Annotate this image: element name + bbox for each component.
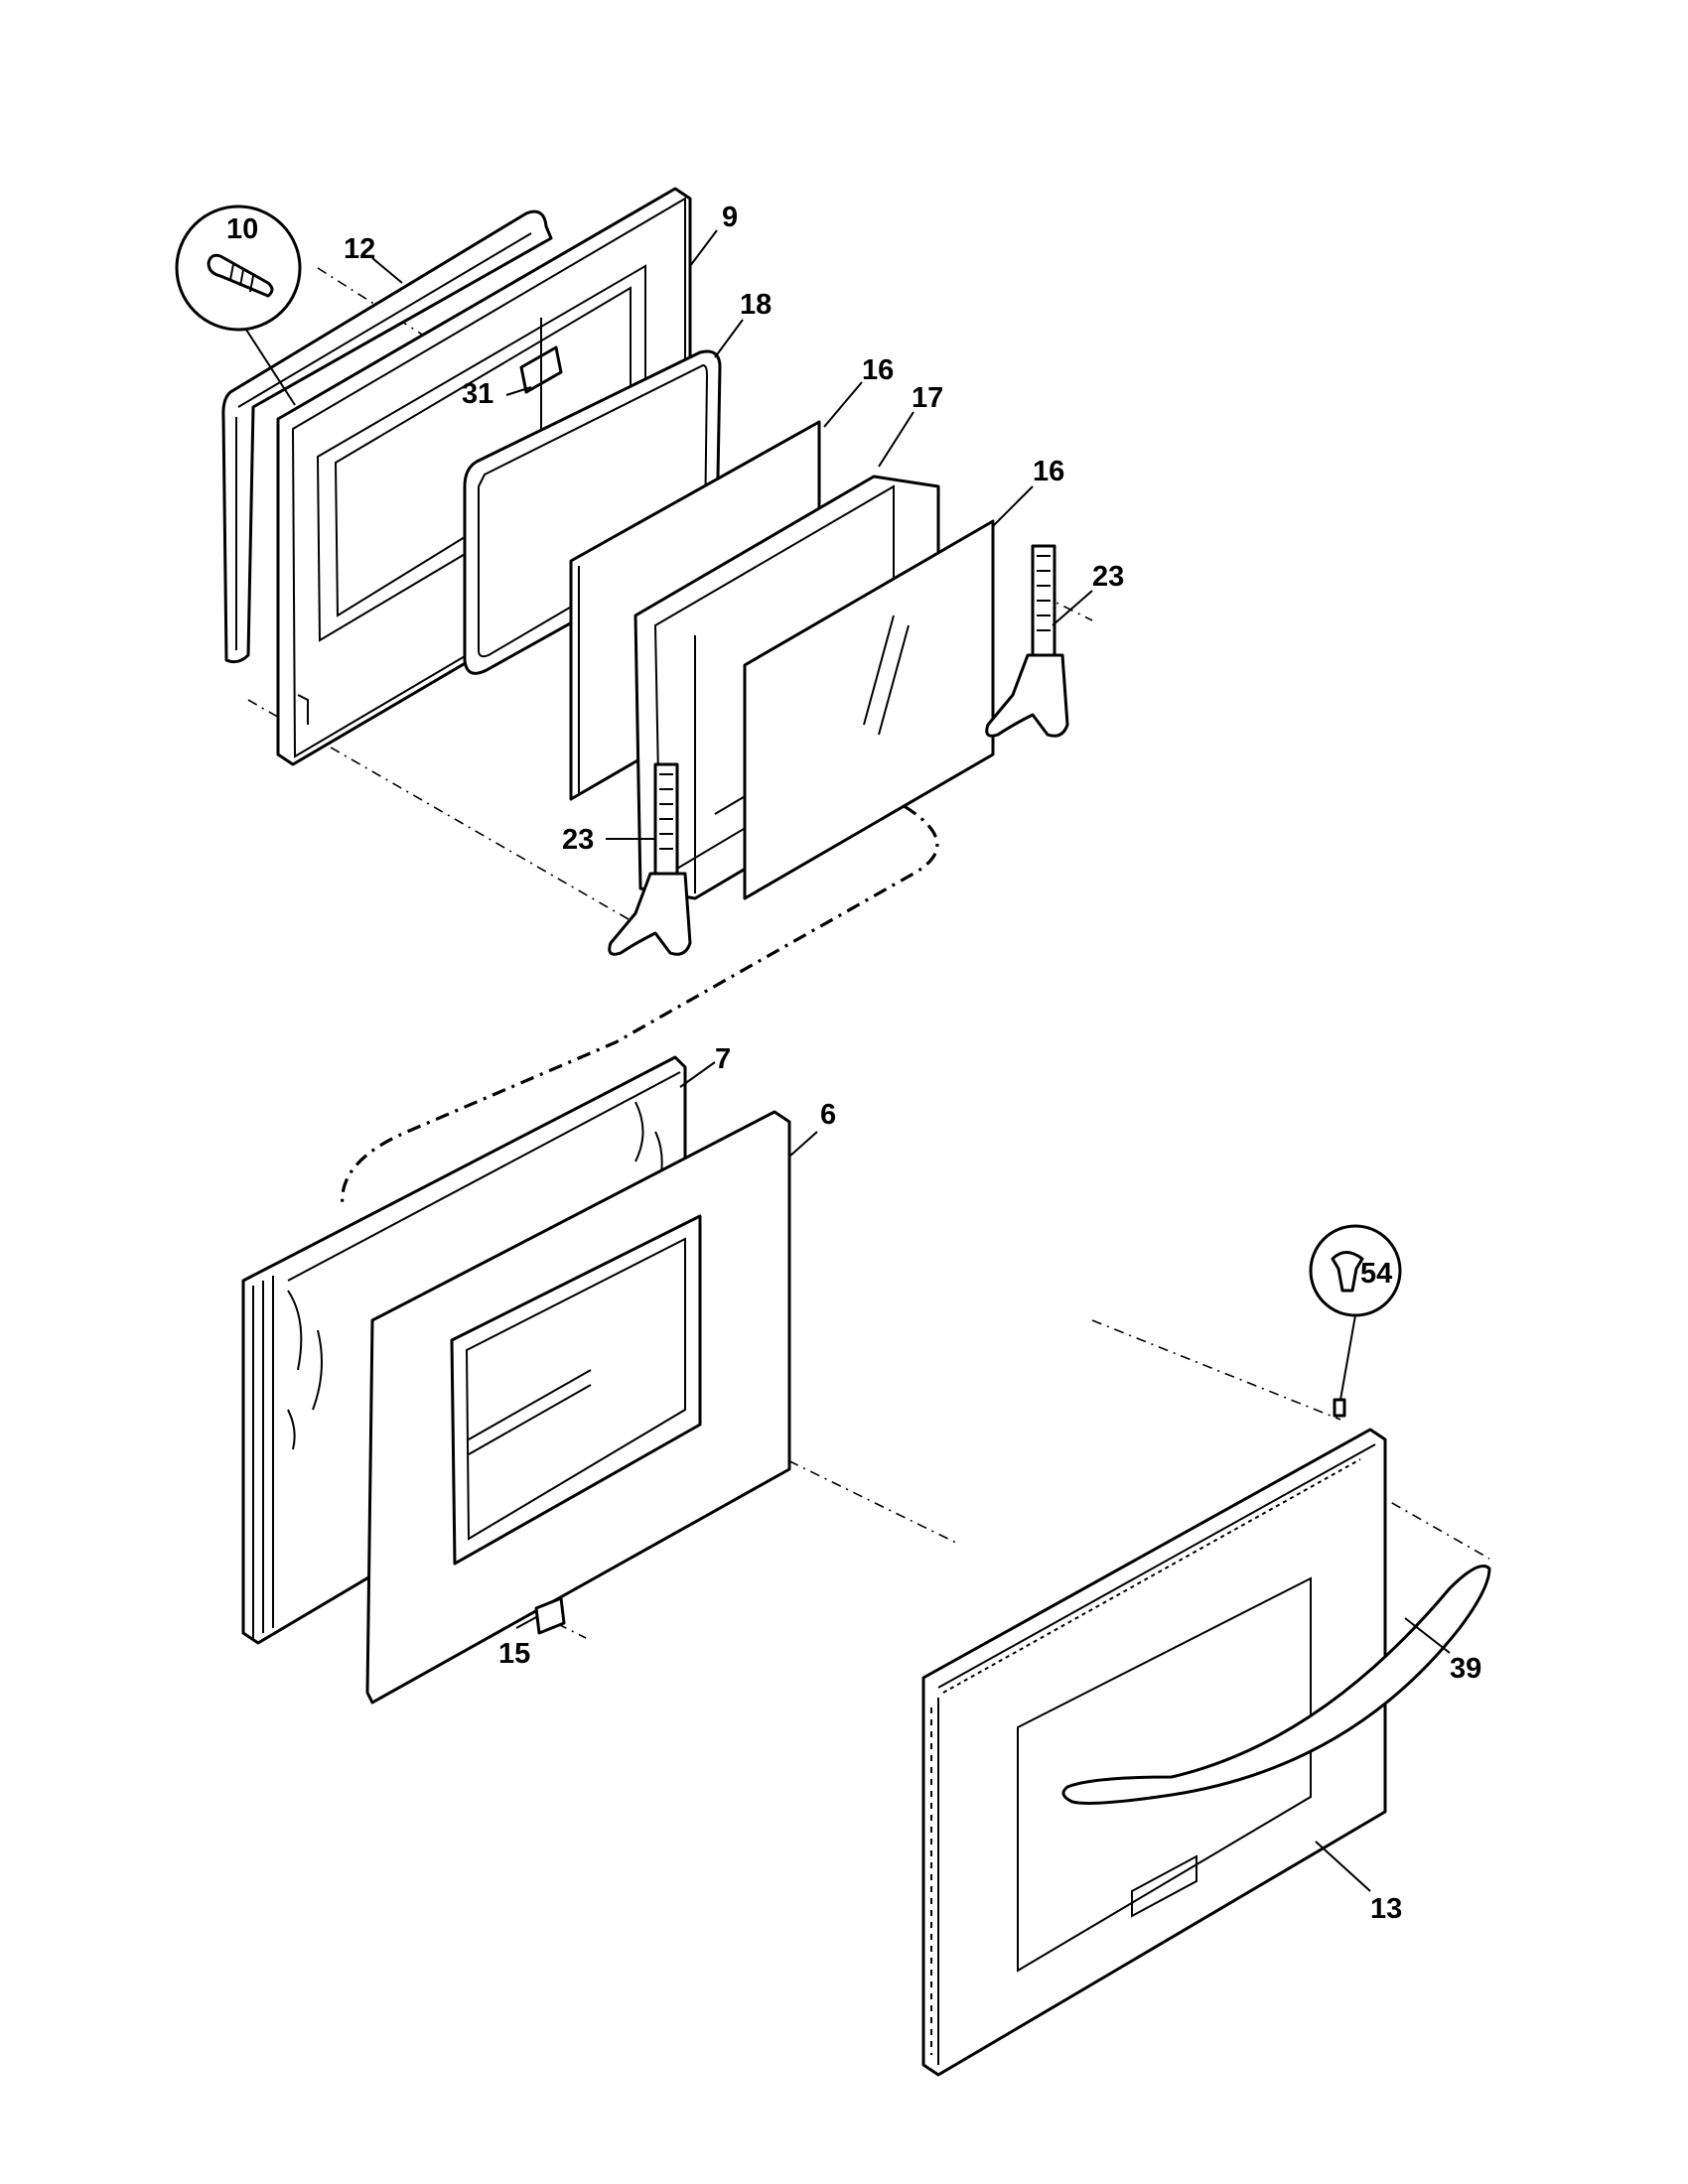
hinge-left-shape [608,762,692,956]
callout-label-10: 10 [226,213,258,245]
callout-label-17: 17 [912,382,943,414]
leader-lines [371,229,1451,1892]
hinge-right-shape [985,544,1069,738]
callout-label-13: 13 [1370,1893,1402,1925]
callout-label-31: 31 [462,378,493,410]
callout-label-16-outer: 16 [1033,456,1064,487]
liner-clip-shape [534,1596,566,1635]
door-gasket-shape [221,209,553,664]
handle-screw-detail-circle [1309,1224,1402,1418]
callout-label-6: 6 [820,1099,836,1131]
door-liner-shape [365,1110,791,1705]
callout-label-15: 15 [498,1638,530,1670]
callout-labels: 10 12 9 18 31 16 17 16 23 23 7 6 15 54 3… [226,202,1481,1925]
outer-door-panel-shape [921,1428,1387,2077]
outer-glass-shape [743,519,995,900]
callout-label-23-right: 23 [1092,561,1124,593]
callout-label-7: 7 [715,1043,731,1075]
callout-label-39: 39 [1450,1653,1481,1685]
door-handle-shape [1061,1565,1491,1805]
callout-label-23-left: 23 [562,824,594,856]
callout-label-54: 54 [1360,1258,1392,1290]
callout-label-12: 12 [344,233,375,265]
callout-label-9: 9 [722,202,738,233]
callout-label-16-inner: 16 [862,354,894,386]
callout-label-18: 18 [740,289,772,321]
screw-detail-circle [175,205,302,406]
